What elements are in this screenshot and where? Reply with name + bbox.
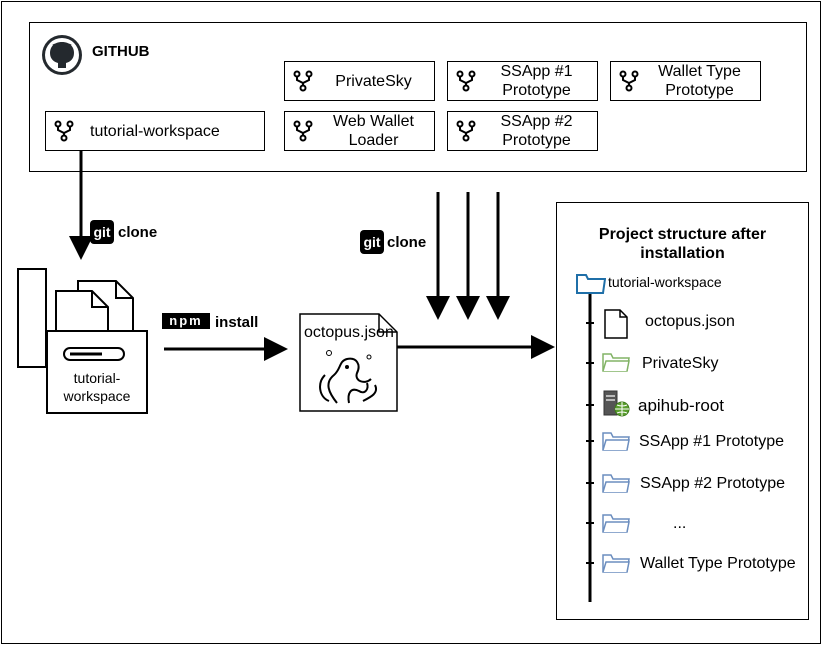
- tree-item-label: ...: [673, 515, 687, 532]
- project-structure-title: Project structure after installation: [556, 225, 809, 263]
- repo-label-line: Prototype: [665, 82, 734, 99]
- repo-label-line: Loader: [348, 132, 399, 149]
- tree-root-label: tutorial-workspace: [608, 274, 722, 290]
- folder-icon: [602, 353, 630, 372]
- tree-item-label: SSApp #1 Prototype: [639, 433, 784, 450]
- project-title-line: Project structure after: [598, 226, 767, 243]
- git-logo: git: [360, 230, 384, 254]
- tree-item-label: PrivateSky: [642, 355, 719, 372]
- workspace-label-line: workspace: [63, 388, 131, 404]
- fork-icon: [619, 70, 639, 92]
- octopus-file-icon: [299, 313, 398, 412]
- folder-icon: [602, 474, 630, 493]
- project-title-line: installation: [640, 245, 725, 262]
- repo-label: tutorial-workspace: [90, 122, 220, 140]
- tree-item-label: octopus.json: [645, 313, 735, 330]
- project-structure-panel: [556, 202, 809, 620]
- folder-icon: [602, 514, 630, 533]
- workspace-label: tutorial-workspace: [47, 369, 147, 405]
- tree-item-label: apihub-root: [638, 396, 725, 415]
- repo-label-line: SSApp #1: [500, 63, 573, 80]
- repo-privatesky[interactable]: PrivateSky: [284, 61, 435, 101]
- fork-icon: [456, 120, 476, 142]
- repo-tutorial-workspace[interactable]: tutorial-workspace: [45, 111, 265, 151]
- repo-label-line: Web Wallet: [333, 113, 414, 130]
- npm-logo: npm: [162, 313, 210, 329]
- repo-label-line: Prototype: [502, 82, 571, 99]
- install-label: install: [215, 314, 259, 331]
- clone-label: clone: [118, 224, 158, 241]
- repo-label-line: SSApp #2: [500, 113, 573, 130]
- fork-icon: [293, 70, 313, 92]
- file-icon: [604, 309, 628, 339]
- folder-icon: [576, 274, 606, 294]
- workspace-label-line: tutorial-: [73, 370, 121, 386]
- repo-ssapp-2-prototype[interactable]: SSApp #2 Prototype: [447, 111, 598, 151]
- folder-icon: [602, 554, 630, 573]
- tree-item-label: SSApp #2 Prototype: [640, 475, 785, 492]
- server-globe-icon: [603, 390, 630, 417]
- repo-label: PrivateSky: [335, 72, 412, 90]
- fork-icon: [54, 120, 74, 142]
- clone-label: clone: [387, 234, 427, 251]
- github-title: GITHUB: [92, 43, 150, 60]
- tree-item-label: Wallet Type Prototype: [640, 555, 796, 572]
- octopus-file-label: octopus.json: [304, 324, 394, 341]
- git-logo: git: [90, 220, 114, 244]
- workspace-folder-icon: [17, 268, 148, 414]
- folder-icon: [602, 432, 630, 451]
- repo-label-line: Wallet Type: [658, 63, 741, 80]
- repo-ssapp-1-prototype[interactable]: SSApp #1 Prototype: [447, 61, 598, 101]
- github-icon: [42, 35, 82, 75]
- repo-label-line: Prototype: [502, 132, 571, 149]
- fork-icon: [456, 70, 476, 92]
- fork-icon: [293, 120, 313, 142]
